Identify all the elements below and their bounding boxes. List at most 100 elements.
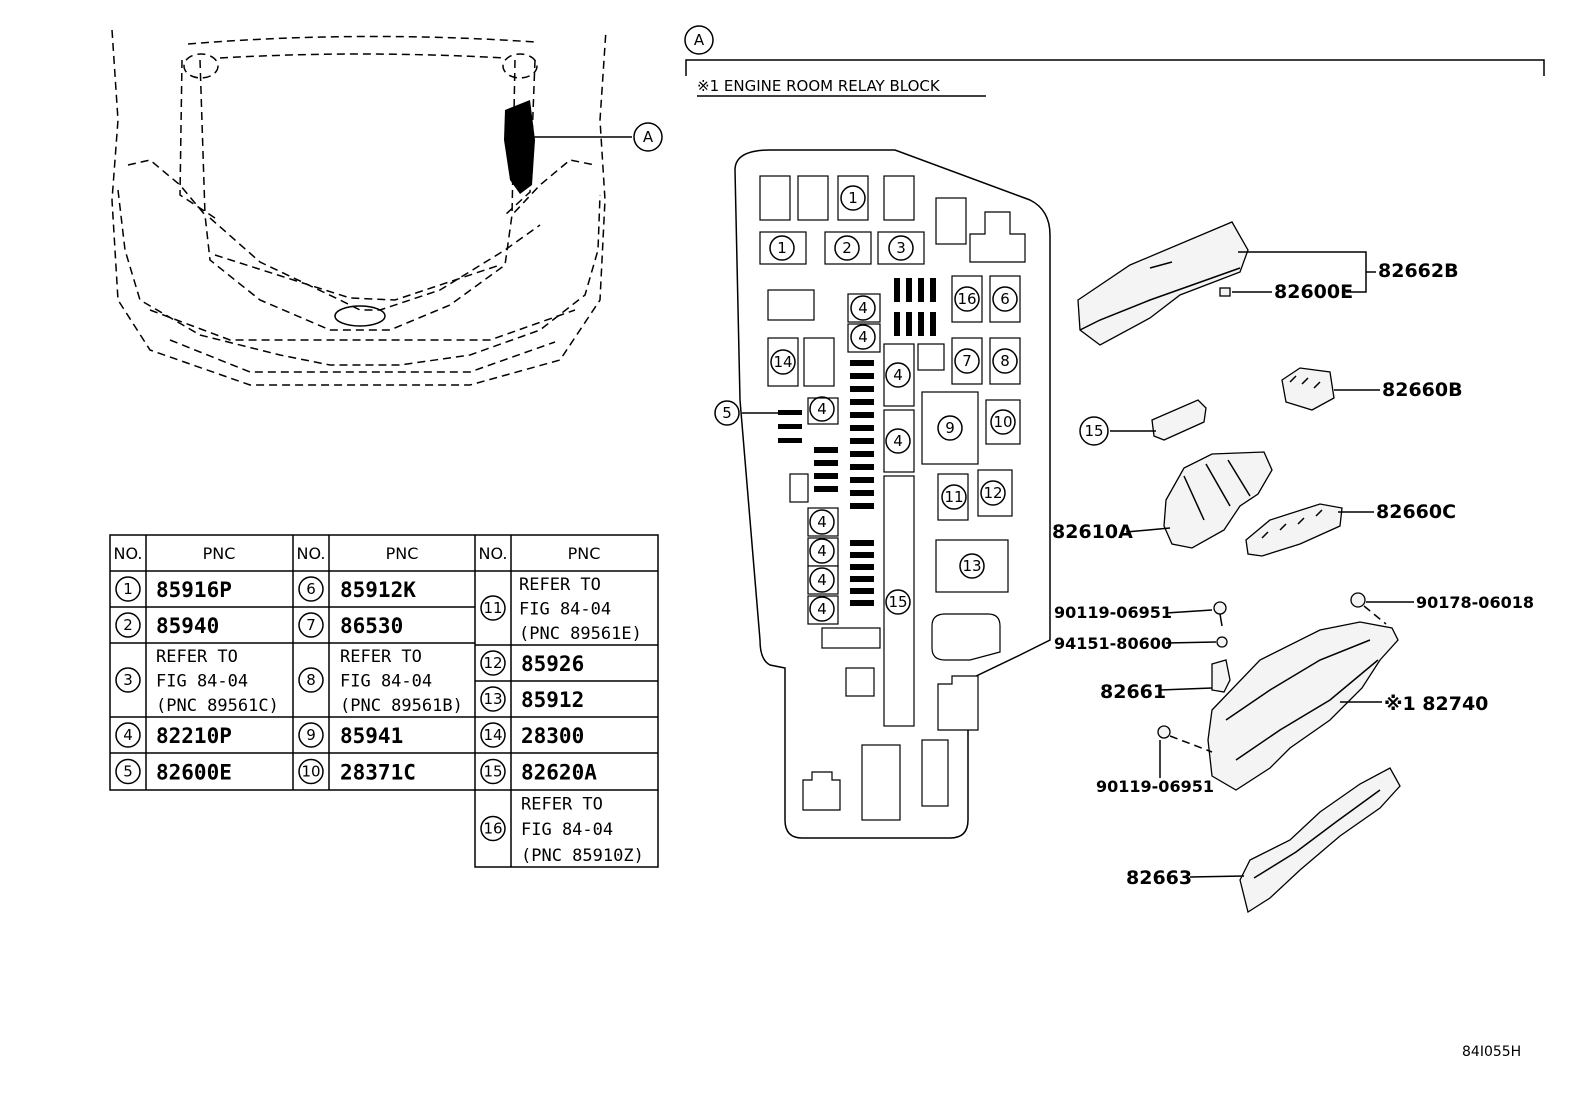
table-row-number: 9 [306, 726, 316, 744]
mini-fuse-stripe [906, 278, 912, 302]
table-row-number: 11 [483, 599, 502, 617]
mini-fuse-stripe [918, 312, 924, 336]
table-row-number: 1 [123, 580, 133, 598]
nut-icon [1216, 636, 1228, 648]
block-number: 4 [893, 366, 903, 384]
table-number-circle [115, 758, 141, 785]
block-number-circle [809, 538, 835, 564]
table-pnc-reference: REFER TO [519, 575, 601, 595]
table-number-circle [298, 576, 324, 602]
label-94151: 94151-80600 [1054, 634, 1172, 653]
table-number-circle [115, 722, 141, 748]
table-number-circle [298, 758, 324, 785]
label-82661: 82661 [1100, 681, 1166, 703]
mini-fuse-stripe [850, 386, 874, 392]
block-number-circle [809, 509, 835, 535]
block-number: 4 [858, 328, 868, 346]
mini-fuse-stripe [930, 278, 936, 302]
mini-fuse-stripe [778, 438, 802, 443]
block-number-circle [885, 362, 911, 388]
table-number-circle [480, 650, 506, 676]
callout-a-car: A [643, 128, 654, 146]
label-82610a: 82610A [1052, 521, 1133, 543]
mini-fuse-stripe [850, 564, 874, 570]
label-82740: ※1 82740 [1384, 693, 1488, 715]
table-pnc-value: 85912 [521, 688, 584, 712]
block-number-circle [834, 235, 860, 261]
header-no-1: NO. [114, 544, 143, 563]
block-number-circle [990, 409, 1016, 435]
header-pnc-3: PNC [568, 544, 601, 563]
table-pnc-reference: REFER TO [156, 647, 238, 667]
mini-fuse-stripe [850, 451, 874, 457]
table-pnc-value: 82210P [156, 724, 232, 748]
fusible-link-block [1151, 399, 1207, 441]
table-pnc-value: 85941 [340, 724, 403, 748]
block-number: 1 [777, 239, 787, 257]
table-number-circle [480, 758, 506, 785]
mini-fuse-stripe [850, 464, 874, 470]
mini-fuse-stripe [850, 503, 874, 509]
block-number: 9 [945, 419, 955, 437]
table-pnc-value: 82620A [521, 761, 597, 785]
mini-fuse-stripe [850, 373, 874, 379]
block-number: 4 [893, 432, 903, 450]
mini-fuse-stripe [918, 278, 924, 302]
block-number: 11 [944, 488, 963, 506]
block-number-circle [980, 480, 1006, 506]
section-title: ※1 ENGINE ROOM RELAY BLOCK [697, 77, 941, 95]
label-82663: 82663 [1126, 867, 1192, 889]
table-number-circle [298, 612, 324, 638]
table-pnc-reference: (PNC 89561E) [519, 624, 642, 644]
block-number: 6 [1000, 290, 1010, 308]
block-number-circle [850, 324, 876, 350]
mini-fuse-stripe [850, 438, 874, 444]
table-number-circle [480, 815, 506, 842]
mini-fuse-stripe [814, 473, 838, 479]
table-row-number: 15 [483, 763, 502, 781]
table-row-number: 7 [306, 616, 316, 634]
table-row-number: 4 [123, 726, 133, 744]
table-row-number: 3 [123, 671, 133, 689]
mini-fuse-stripe [930, 312, 936, 336]
lower-case [1207, 621, 1399, 791]
table-row-number: 13 [483, 690, 502, 708]
table-pnc-value: 82600E [156, 761, 232, 785]
block-number: 3 [896, 239, 906, 257]
table-number-circle [115, 667, 141, 693]
table-pnc-value: 85940 [156, 614, 219, 638]
mini-fuse-stripe [850, 412, 874, 418]
relay-block-b [1281, 367, 1335, 411]
mini-fuse-stripe [850, 399, 874, 405]
block-number-circle [992, 348, 1018, 374]
block-number: 7 [962, 352, 972, 370]
block-number: 1 [848, 189, 858, 207]
label-90119-b: 90119-06951 [1096, 777, 1214, 796]
mini-fuse-stripe [850, 360, 874, 366]
block-number: 5 [722, 404, 732, 422]
mini-fuse-stripe [850, 477, 874, 483]
header-pnc-1: PNC [203, 544, 236, 563]
bottom-cover [1239, 767, 1401, 914]
mini-fuse-stripe [894, 312, 900, 336]
block-number-circle [888, 235, 914, 261]
label-82660c: 82660C [1376, 501, 1456, 523]
section-header: A ※1 ENGINE ROOM RELAY BLOCK [684, 25, 1545, 97]
table-pnc-reference: REFER TO [521, 794, 603, 814]
header-no-3: NO. [479, 544, 508, 563]
bolt-icon [1157, 725, 1171, 739]
table-number-circle [298, 722, 324, 748]
table-row-number: 16 [483, 820, 502, 838]
mini-fuse-stripe [850, 425, 874, 431]
table-row-number: 12 [483, 654, 502, 672]
figure-code: 84I055H [1462, 1044, 1521, 1060]
block-number-circle [840, 185, 866, 211]
label-82600e: 82600E [1274, 281, 1353, 303]
block-number: 4 [817, 400, 827, 418]
block-number: 4 [817, 542, 827, 560]
table-pnc-reference: (PNC 85910Z) [521, 846, 644, 866]
table-number-circle [298, 667, 324, 693]
